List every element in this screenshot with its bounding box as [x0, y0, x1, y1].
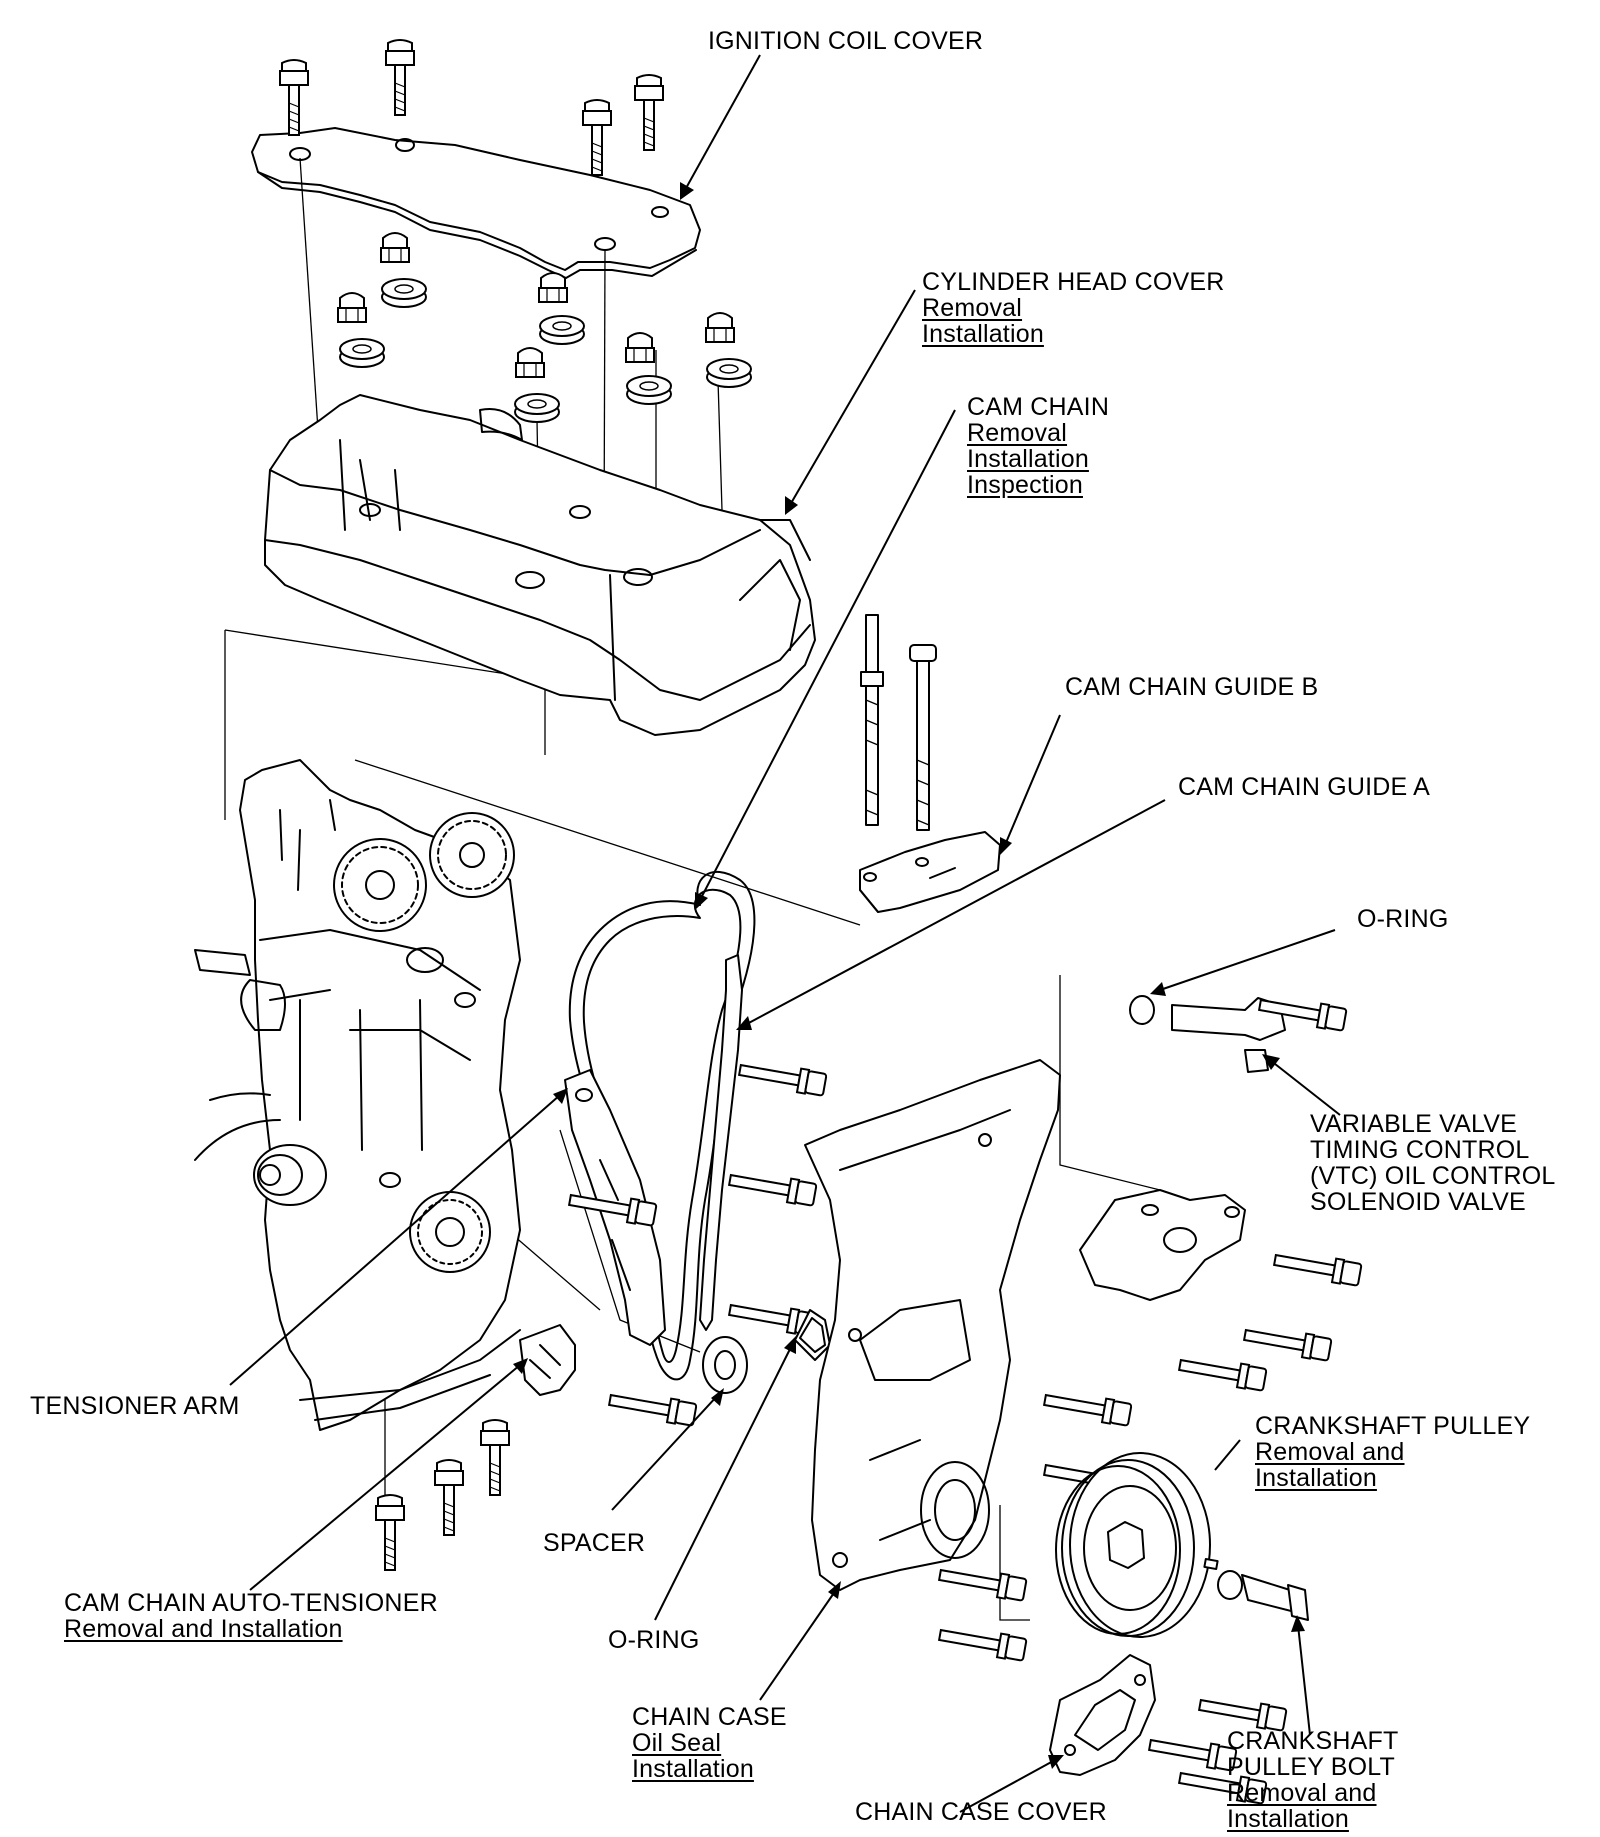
- chain-case-part: [804, 1059, 1061, 1591]
- label-crankshaft-pulley-bolt: CRANKSHAFT PULLEY BOLT Removal and Insta…: [1227, 1728, 1398, 1832]
- guide-b-studs: [860, 614, 937, 831]
- crankshaft-pulley-part: [1055, 1452, 1211, 1638]
- label-crankshaft-pulley: CRANKSHAFT PULLEY Removal and Installati…: [1255, 1413, 1530, 1491]
- label-line: CRANKSHAFT: [1227, 1727, 1399, 1755]
- chain-case-cover-part: [1049, 1654, 1156, 1776]
- cam-sprocket-left: [333, 838, 427, 932]
- label-cam-chain-guide-b: CAM CHAIN GUIDE B: [1065, 674, 1318, 700]
- label-line: PULLEY BOLT: [1227, 1753, 1396, 1781]
- label-line: CHAIN CASE: [632, 1703, 787, 1731]
- crankshaft-pulley-bolt-part: [1203, 1558, 1309, 1621]
- cam-chain-guide-b-part: [859, 831, 1001, 913]
- vtc-housing-part: [1079, 1189, 1246, 1301]
- crank-sprocket: [409, 1191, 491, 1273]
- label-line: CRANKSHAFT PULLEY: [1255, 1412, 1531, 1440]
- label-line: CYLINDER HEAD COVER: [922, 268, 1225, 296]
- label-vtc-solenoid: VARIABLE VALVE TIMING CONTROL (VTC) OIL …: [1310, 1111, 1556, 1215]
- link-oil-seal[interactable]: Oil Seal: [632, 1729, 722, 1757]
- spacer-part: [702, 1336, 748, 1394]
- link-removal-and-installation[interactable]: Removal and Installation: [64, 1615, 343, 1643]
- label-line: CAM CHAIN GUIDE A: [1178, 773, 1431, 801]
- ignition-coil-cover-part: [251, 127, 701, 279]
- leader-lines: [229, 54, 1341, 1813]
- label-line: O-RING: [1357, 905, 1449, 933]
- cylinder-head-cover-part: [264, 394, 816, 736]
- cam-sprocket-right: [429, 812, 515, 898]
- link-installation[interactable]: Installation: [1227, 1805, 1349, 1833]
- label-line: VARIABLE VALVE: [1310, 1110, 1518, 1138]
- label-line: CAM CHAIN: [967, 393, 1110, 421]
- label-line: O-RING: [608, 1626, 700, 1654]
- link-removal-and[interactable]: Removal and: [1227, 1779, 1377, 1807]
- label-o-ring-top: O-RING: [1357, 906, 1448, 932]
- label-line: SOLENOID VALVE: [1310, 1188, 1526, 1216]
- vtc-solenoid-part: [1129, 995, 1348, 1073]
- label-ignition-coil-cover: IGNITION COIL COVER: [708, 28, 983, 54]
- label-cam-chain: CAM CHAIN Removal Installation Inspectio…: [967, 394, 1109, 498]
- label-tensioner-arm: TENSIONER ARM: [30, 1393, 240, 1419]
- label-line: CHAIN CASE COVER: [855, 1798, 1107, 1826]
- label-chain-case-cover: CHAIN CASE COVER: [855, 1799, 1107, 1825]
- cam-chain-auto-tensioner-part: [519, 1324, 576, 1396]
- label-line: IGNITION COIL COVER: [708, 27, 984, 55]
- link-installation[interactable]: Installation: [922, 320, 1044, 348]
- label-line: CAM CHAIN GUIDE B: [1065, 673, 1319, 701]
- link-inspection[interactable]: Inspection: [967, 471, 1083, 499]
- label-chain-case: CHAIN CASE Oil Seal Installation: [632, 1704, 787, 1782]
- link-installation[interactable]: Installation: [632, 1755, 754, 1783]
- lower-bolts: [375, 1419, 510, 1571]
- label-line: (VTC) OIL CONTROL: [1310, 1162, 1556, 1190]
- label-cam-chain-auto-tensioner: CAM CHAIN AUTO-TENSIONER Removal and Ins…: [64, 1590, 438, 1642]
- link-installation[interactable]: Installation: [1255, 1464, 1377, 1492]
- water-pump: [253, 1144, 327, 1206]
- label-line: SPACER: [543, 1529, 646, 1557]
- link-removal-and[interactable]: Removal and: [1255, 1438, 1405, 1466]
- label-line: CAM CHAIN AUTO-TENSIONER: [64, 1589, 438, 1617]
- link-removal[interactable]: Removal: [967, 419, 1068, 447]
- label-cam-chain-guide-a: CAM CHAIN GUIDE A: [1178, 774, 1430, 800]
- link-installation[interactable]: Installation: [967, 445, 1089, 473]
- label-spacer: SPACER: [543, 1530, 645, 1556]
- link-removal[interactable]: Removal: [922, 294, 1023, 322]
- engine-block-part: [194, 759, 521, 1431]
- cam-chain-guide-a-part: [699, 954, 743, 1331]
- o-ring-bottom-part: [794, 1309, 831, 1361]
- label-line: TIMING CONTROL: [1310, 1136, 1530, 1164]
- label-cylinder-head-cover: CYLINDER HEAD COVER Removal Installation: [922, 269, 1224, 347]
- label-line: TENSIONER ARM: [30, 1392, 240, 1420]
- label-o-ring-bottom: O-RING: [608, 1627, 699, 1653]
